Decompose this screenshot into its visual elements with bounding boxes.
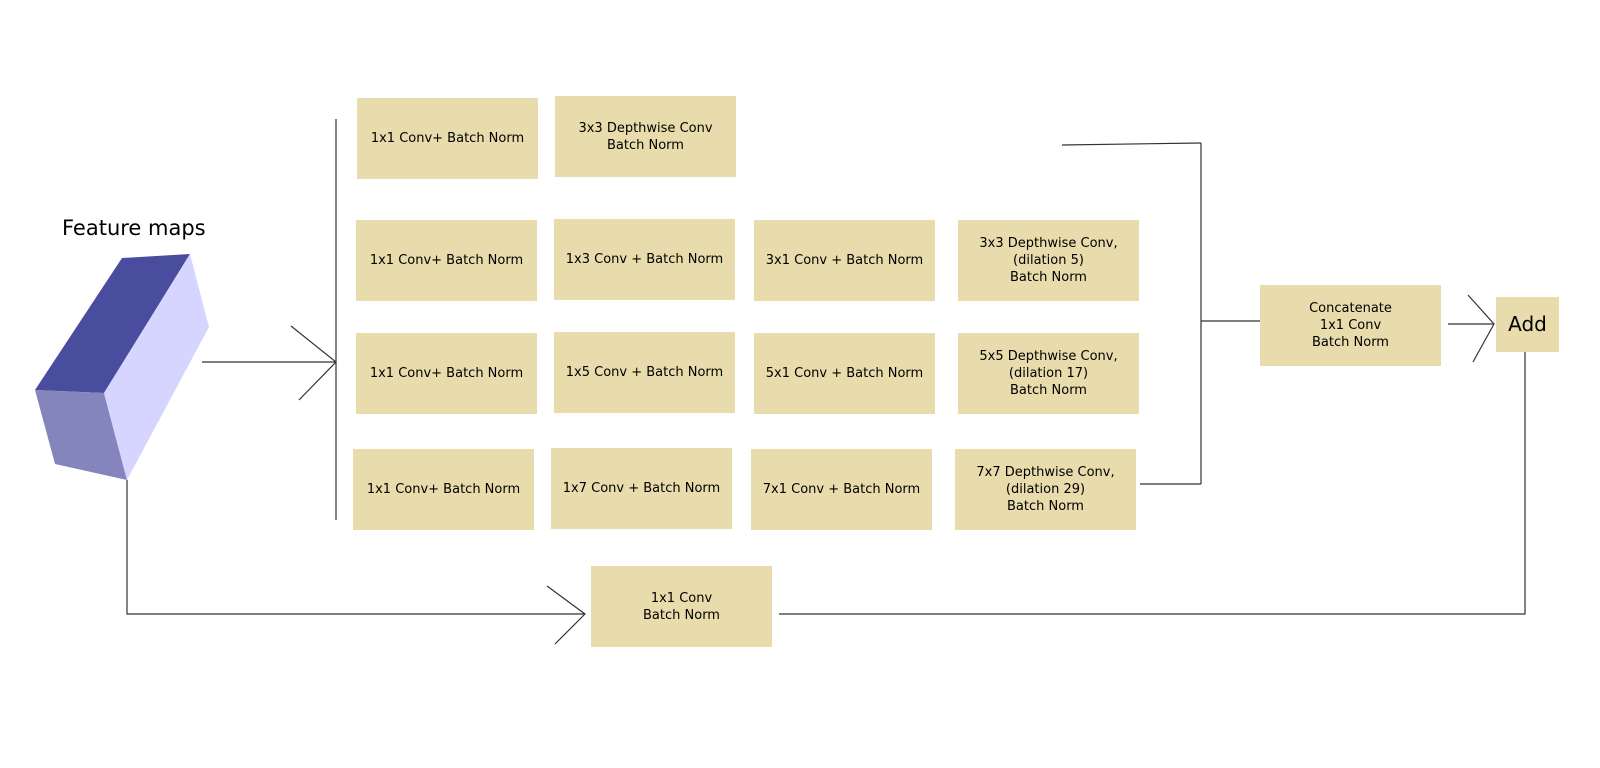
branch4-7x7-dilated-block: 7x7 Depthwise Conv, (dilation 29) Batch … xyxy=(955,449,1136,530)
shortcut-arrowhead xyxy=(546,585,586,645)
branch1-1x1-conv-block: 1x1 Conv+ Batch Norm xyxy=(357,98,538,179)
branch3-1x1-conv-block: 1x1 Conv+ Batch Norm xyxy=(356,333,537,414)
branch4-7x1-conv-block: 7x1 Conv + Batch Norm xyxy=(751,449,932,530)
branch1-3x3-depthwise-block: 3x3 Depthwise Conv Batch Norm xyxy=(555,96,736,177)
concatenate-block: Concatenate 1x1 Conv Batch Norm xyxy=(1260,285,1441,366)
branch2-3x1-conv-block: 3x1 Conv + Batch Norm xyxy=(754,220,935,301)
branch2-1x3-conv-block: 1x3 Conv + Batch Norm xyxy=(554,219,735,300)
shortcut-line xyxy=(126,480,585,615)
cube-side-face xyxy=(104,254,209,480)
branch2-1x1-conv-block: 1x1 Conv+ Batch Norm xyxy=(356,220,537,301)
branch4-1x1-conv-block: 1x1 Conv+ Batch Norm xyxy=(353,449,534,530)
branch3-1x5-conv-block: 1x5 Conv + Batch Norm xyxy=(554,332,735,413)
concat-to-add-arrowhead xyxy=(1467,294,1495,363)
branch2-3x3-dilated-block: 3x3 Depthwise Conv, (dilation 5) Batch N… xyxy=(958,220,1139,301)
branch3-5x5-dilated-block: 5x5 Depthwise Conv, (dilation 17) Batch … xyxy=(958,333,1139,414)
branch1-output-line xyxy=(1061,142,1202,146)
feature-maps-title: Feature maps xyxy=(62,216,206,240)
add-block: Add xyxy=(1496,297,1559,352)
cube-top-face xyxy=(35,254,190,393)
branch4-1x7-conv-block: 1x7 Conv + Batch Norm xyxy=(551,448,732,529)
branch3-5x1-conv-block: 5x1 Conv + Batch Norm xyxy=(754,333,935,414)
input-arrowhead xyxy=(290,325,337,401)
cube-front-face xyxy=(35,390,127,480)
shortcut-to-add-line xyxy=(779,352,1526,615)
shortcut-1x1-conv-block: 1x1 Conv Batch Norm xyxy=(591,566,772,647)
